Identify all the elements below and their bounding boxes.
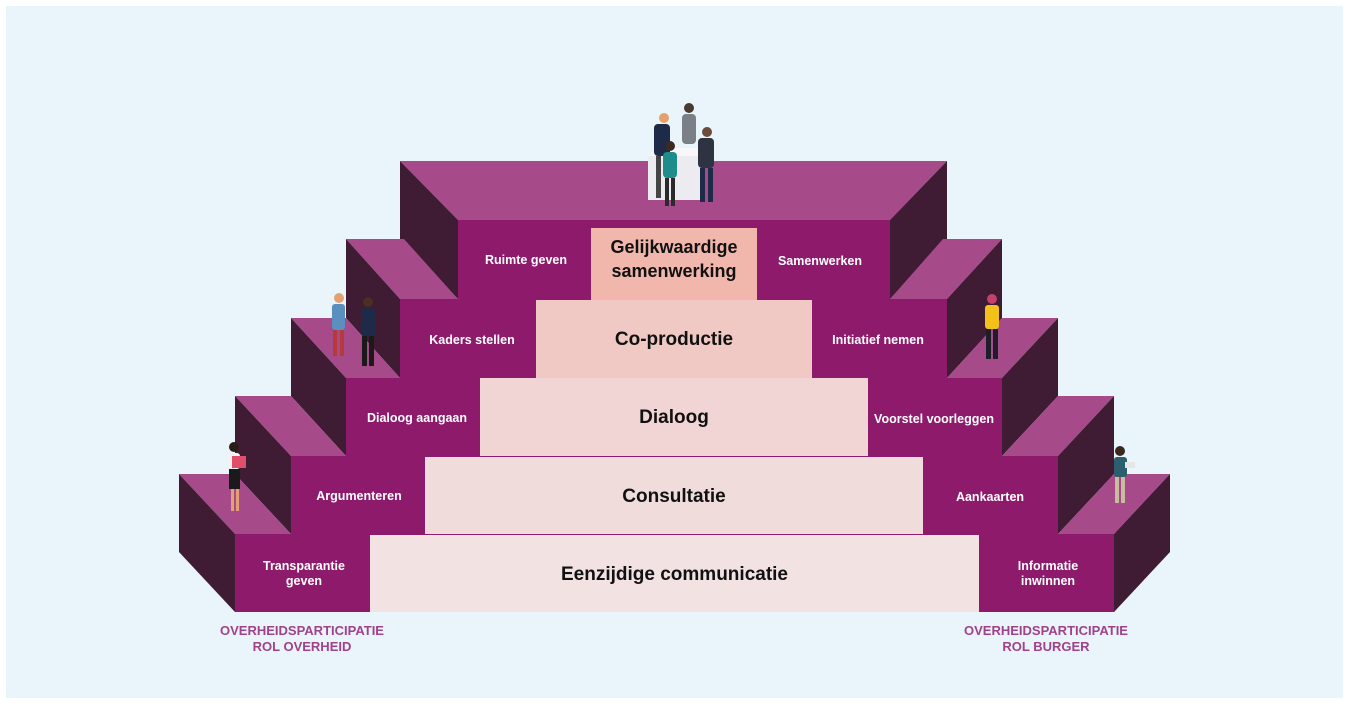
center-label-step-3: Dialoog xyxy=(639,407,709,428)
people-illustrations xyxy=(228,103,1135,511)
left-label-step-5: Ruimte geven xyxy=(485,253,567,267)
woman-yellow-shirt-figure xyxy=(985,294,999,359)
right-step-5-top xyxy=(890,239,1002,299)
right-step-3-top xyxy=(1002,396,1114,456)
center-panel-step-1 xyxy=(370,535,979,612)
participation-staircase-diagram: Eenzijdige communicatie Consultatie Dialoo… xyxy=(6,6,1343,698)
center-panel-step-4 xyxy=(536,300,812,378)
left-step-4-side xyxy=(291,318,346,456)
center-panel-step-2 xyxy=(425,457,923,534)
right-step-4-side xyxy=(1002,318,1058,456)
collaborating-group-figure xyxy=(648,103,714,206)
center-label-line: Eenzijdige communicatie xyxy=(561,564,788,585)
center-label-step-4: Co-productie xyxy=(615,329,733,350)
center-label-line: samenwerking xyxy=(611,261,736,281)
center-label-line: Consultatie xyxy=(622,486,725,507)
left-step-2-top xyxy=(179,474,291,534)
center-label-line: Dialoog xyxy=(639,407,709,428)
right-step-2-top xyxy=(1058,474,1170,534)
left-label-step-4: Kaders stellen xyxy=(429,333,514,347)
two-men-figure xyxy=(332,293,375,366)
center-label-step-5: Gelijkwaardige samenwerking xyxy=(610,237,737,281)
right-label-step-2: Aankaarten xyxy=(956,490,1024,504)
woman-with-books-figure xyxy=(228,442,246,511)
staircase-svg: Eenzijdige communicatie Consultatie Dialoo… xyxy=(179,103,1170,654)
center-panel-step-3 xyxy=(480,378,868,456)
right-step-4-top xyxy=(947,318,1058,378)
center-label-step-2: Consultatie xyxy=(622,486,725,507)
right-step-2-side xyxy=(1114,474,1170,612)
center-label-line: Gelijkwaardige xyxy=(610,237,737,257)
center-panels: Eenzijdige communicatie Consultatie Dialoo… xyxy=(370,228,979,612)
right-step-3-side xyxy=(1058,396,1114,534)
left-step-3-side xyxy=(235,396,291,534)
center-label-line: Co-productie xyxy=(615,329,733,350)
top-platform-right-side xyxy=(890,161,947,299)
left-step-2-side xyxy=(179,474,235,612)
left-label-step-2: Argumenteren xyxy=(316,489,401,503)
left-step-5-top xyxy=(346,239,458,299)
center-panel-step-5 xyxy=(591,228,757,300)
top-platform-left-side xyxy=(400,161,458,299)
left-label-step-3: Dialoog aangaan xyxy=(367,411,467,425)
left-step-3-top xyxy=(235,396,346,456)
right-label-step-4: Initiatief nemen xyxy=(832,333,924,347)
right-label-step-3: Voorstel voorleggen xyxy=(874,412,994,426)
right-label-step-5: Samenwerken xyxy=(778,254,862,268)
man-reading-figure xyxy=(1114,446,1135,503)
right-step-5-side xyxy=(947,239,1002,378)
center-label-step-1: Eenzijdige communicatie xyxy=(561,564,788,585)
